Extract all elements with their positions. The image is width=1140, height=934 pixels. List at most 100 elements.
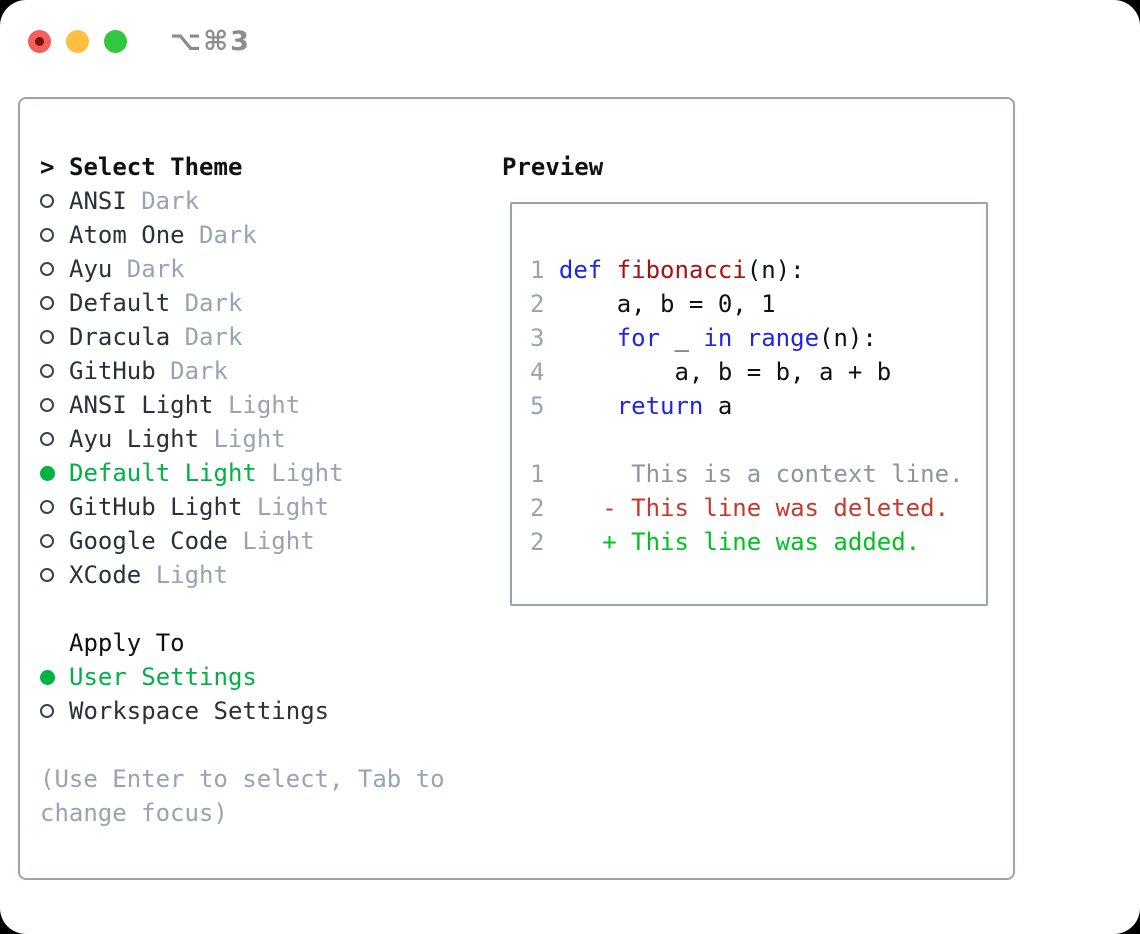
selection-caret-icon: > <box>40 153 55 181</box>
radio-selected-icon <box>40 669 69 685</box>
code-text: a, b = 0, 1 <box>558 290 776 318</box>
radio-dot <box>40 534 54 548</box>
spacer <box>530 423 986 457</box>
theme-option-default-light[interactable]: Default Light Light <box>40 456 445 490</box>
theme-option-label: Default <box>69 289 171 317</box>
theme-option-label: XCode <box>69 561 142 589</box>
theme-variant-tag: Light <box>256 493 330 521</box>
apply-option-workspace-settings[interactable]: Workspace Settings <box>40 694 445 728</box>
code-text: for _ in range(n): <box>616 324 877 352</box>
radio-icon <box>40 568 69 582</box>
line-number: 2 <box>530 290 545 318</box>
radio-icon <box>40 398 69 412</box>
theme-option-label: Dracula <box>69 323 171 351</box>
window-titlebar: ⌥⌘3 <box>28 26 251 57</box>
theme-option-dracula[interactable]: Dracula Dark <box>40 320 445 354</box>
apply-to-title: Apply To <box>69 629 185 657</box>
theme-variant-tag: Dark <box>170 357 228 385</box>
apply-option-user-settings[interactable]: User Settings <box>40 660 445 694</box>
radio-icon <box>40 704 69 718</box>
radio-icon <box>40 296 69 310</box>
theme-option-label: Google Code <box>69 527 228 555</box>
theme-option-label: Ayu <box>69 255 113 283</box>
code-line: 3 for _ in range(n): <box>530 321 986 355</box>
line-number: 3 <box>530 324 545 352</box>
radio-dot <box>40 500 54 514</box>
line-number: 2 <box>530 494 545 522</box>
theme-variant-tag: Dark <box>184 289 243 317</box>
theme-option-label: Atom One <box>69 221 185 249</box>
theme-option-label: Ayu Light <box>69 425 200 453</box>
code-line: 5 return a <box>530 389 986 423</box>
theme-variant-tag: Light <box>271 459 344 487</box>
radio-icon <box>40 534 69 548</box>
window-title: ⌥⌘3 <box>170 26 251 57</box>
apply-option-label: User Settings <box>69 663 257 691</box>
close-button[interactable] <box>28 30 51 53</box>
theme-variant-tag: Light <box>242 527 315 555</box>
theme-variant-tag: Dark <box>199 221 257 249</box>
code-line: 2 a, b = 0, 1 <box>530 287 986 321</box>
theme-variant-tag: Light <box>155 561 228 589</box>
theme-option-atom-one[interactable]: Atom One Dark <box>40 218 445 252</box>
help-hint: (Use Enter to select, Tab to change focu… <box>40 762 445 830</box>
code-text: a, b = b, a + b <box>558 358 892 386</box>
radio-icon <box>40 500 69 514</box>
help-hint-line-2: change focus) <box>40 799 228 827</box>
diff-line-context: 1 This is a context line. <box>530 457 986 491</box>
radio-dot <box>40 194 54 208</box>
select-theme-title: Select Theme <box>69 153 243 181</box>
theme-variant-tag: Dark <box>141 187 200 215</box>
apply-to-header: Apply To <box>40 626 445 660</box>
theme-option-github-light[interactable]: GitHub Light Light <box>40 490 445 524</box>
diff-text: This is a context line. <box>558 460 964 488</box>
radio-icon <box>40 330 69 344</box>
line-number: 2 <box>530 528 545 556</box>
preview-heading: Preview <box>502 153 604 181</box>
line-number: 1 <box>530 460 545 488</box>
help-hint-line-1: (Use Enter to select, Tab to <box>40 765 445 793</box>
code-text: return a <box>616 392 733 420</box>
select-theme-header: > Select Theme <box>40 150 445 184</box>
radio-dot <box>40 398 54 412</box>
theme-option-xcode[interactable]: XCode Light <box>40 558 445 592</box>
diff-text: - This line was deleted. <box>558 494 950 522</box>
theme-option-label: ANSI Light <box>69 391 214 419</box>
diff-preview: 1 This is a context line. 2 - This line w… <box>530 457 986 559</box>
radio-icon <box>40 194 69 208</box>
theme-option-label: GitHub Light <box>69 493 243 521</box>
spacer <box>40 592 445 626</box>
radio-icon <box>40 228 69 242</box>
theme-variant-tag: Dark <box>126 255 185 283</box>
theme-variant-tag: Dark <box>184 323 243 351</box>
diff-line-add: 2 + This line was added. <box>530 525 986 559</box>
minimize-button[interactable] <box>66 30 89 53</box>
theme-option-google-code[interactable]: Google Code Light <box>40 524 445 558</box>
theme-option-default[interactable]: Default Dark <box>40 286 445 320</box>
radio-icon <box>40 364 69 378</box>
zoom-button[interactable] <box>104 30 127 53</box>
line-number: 4 <box>530 358 545 386</box>
spacer <box>40 728 445 762</box>
apply-option-label: Workspace Settings <box>69 697 330 725</box>
theme-option-ayu[interactable]: Ayu Dark <box>40 252 445 286</box>
radio-dot <box>40 364 54 378</box>
radio-dot <box>40 228 54 242</box>
theme-option-label: Default Light <box>69 459 257 487</box>
close-dot-icon <box>35 37 44 46</box>
radio-dot <box>40 465 55 481</box>
line-number: 1 <box>530 256 545 284</box>
